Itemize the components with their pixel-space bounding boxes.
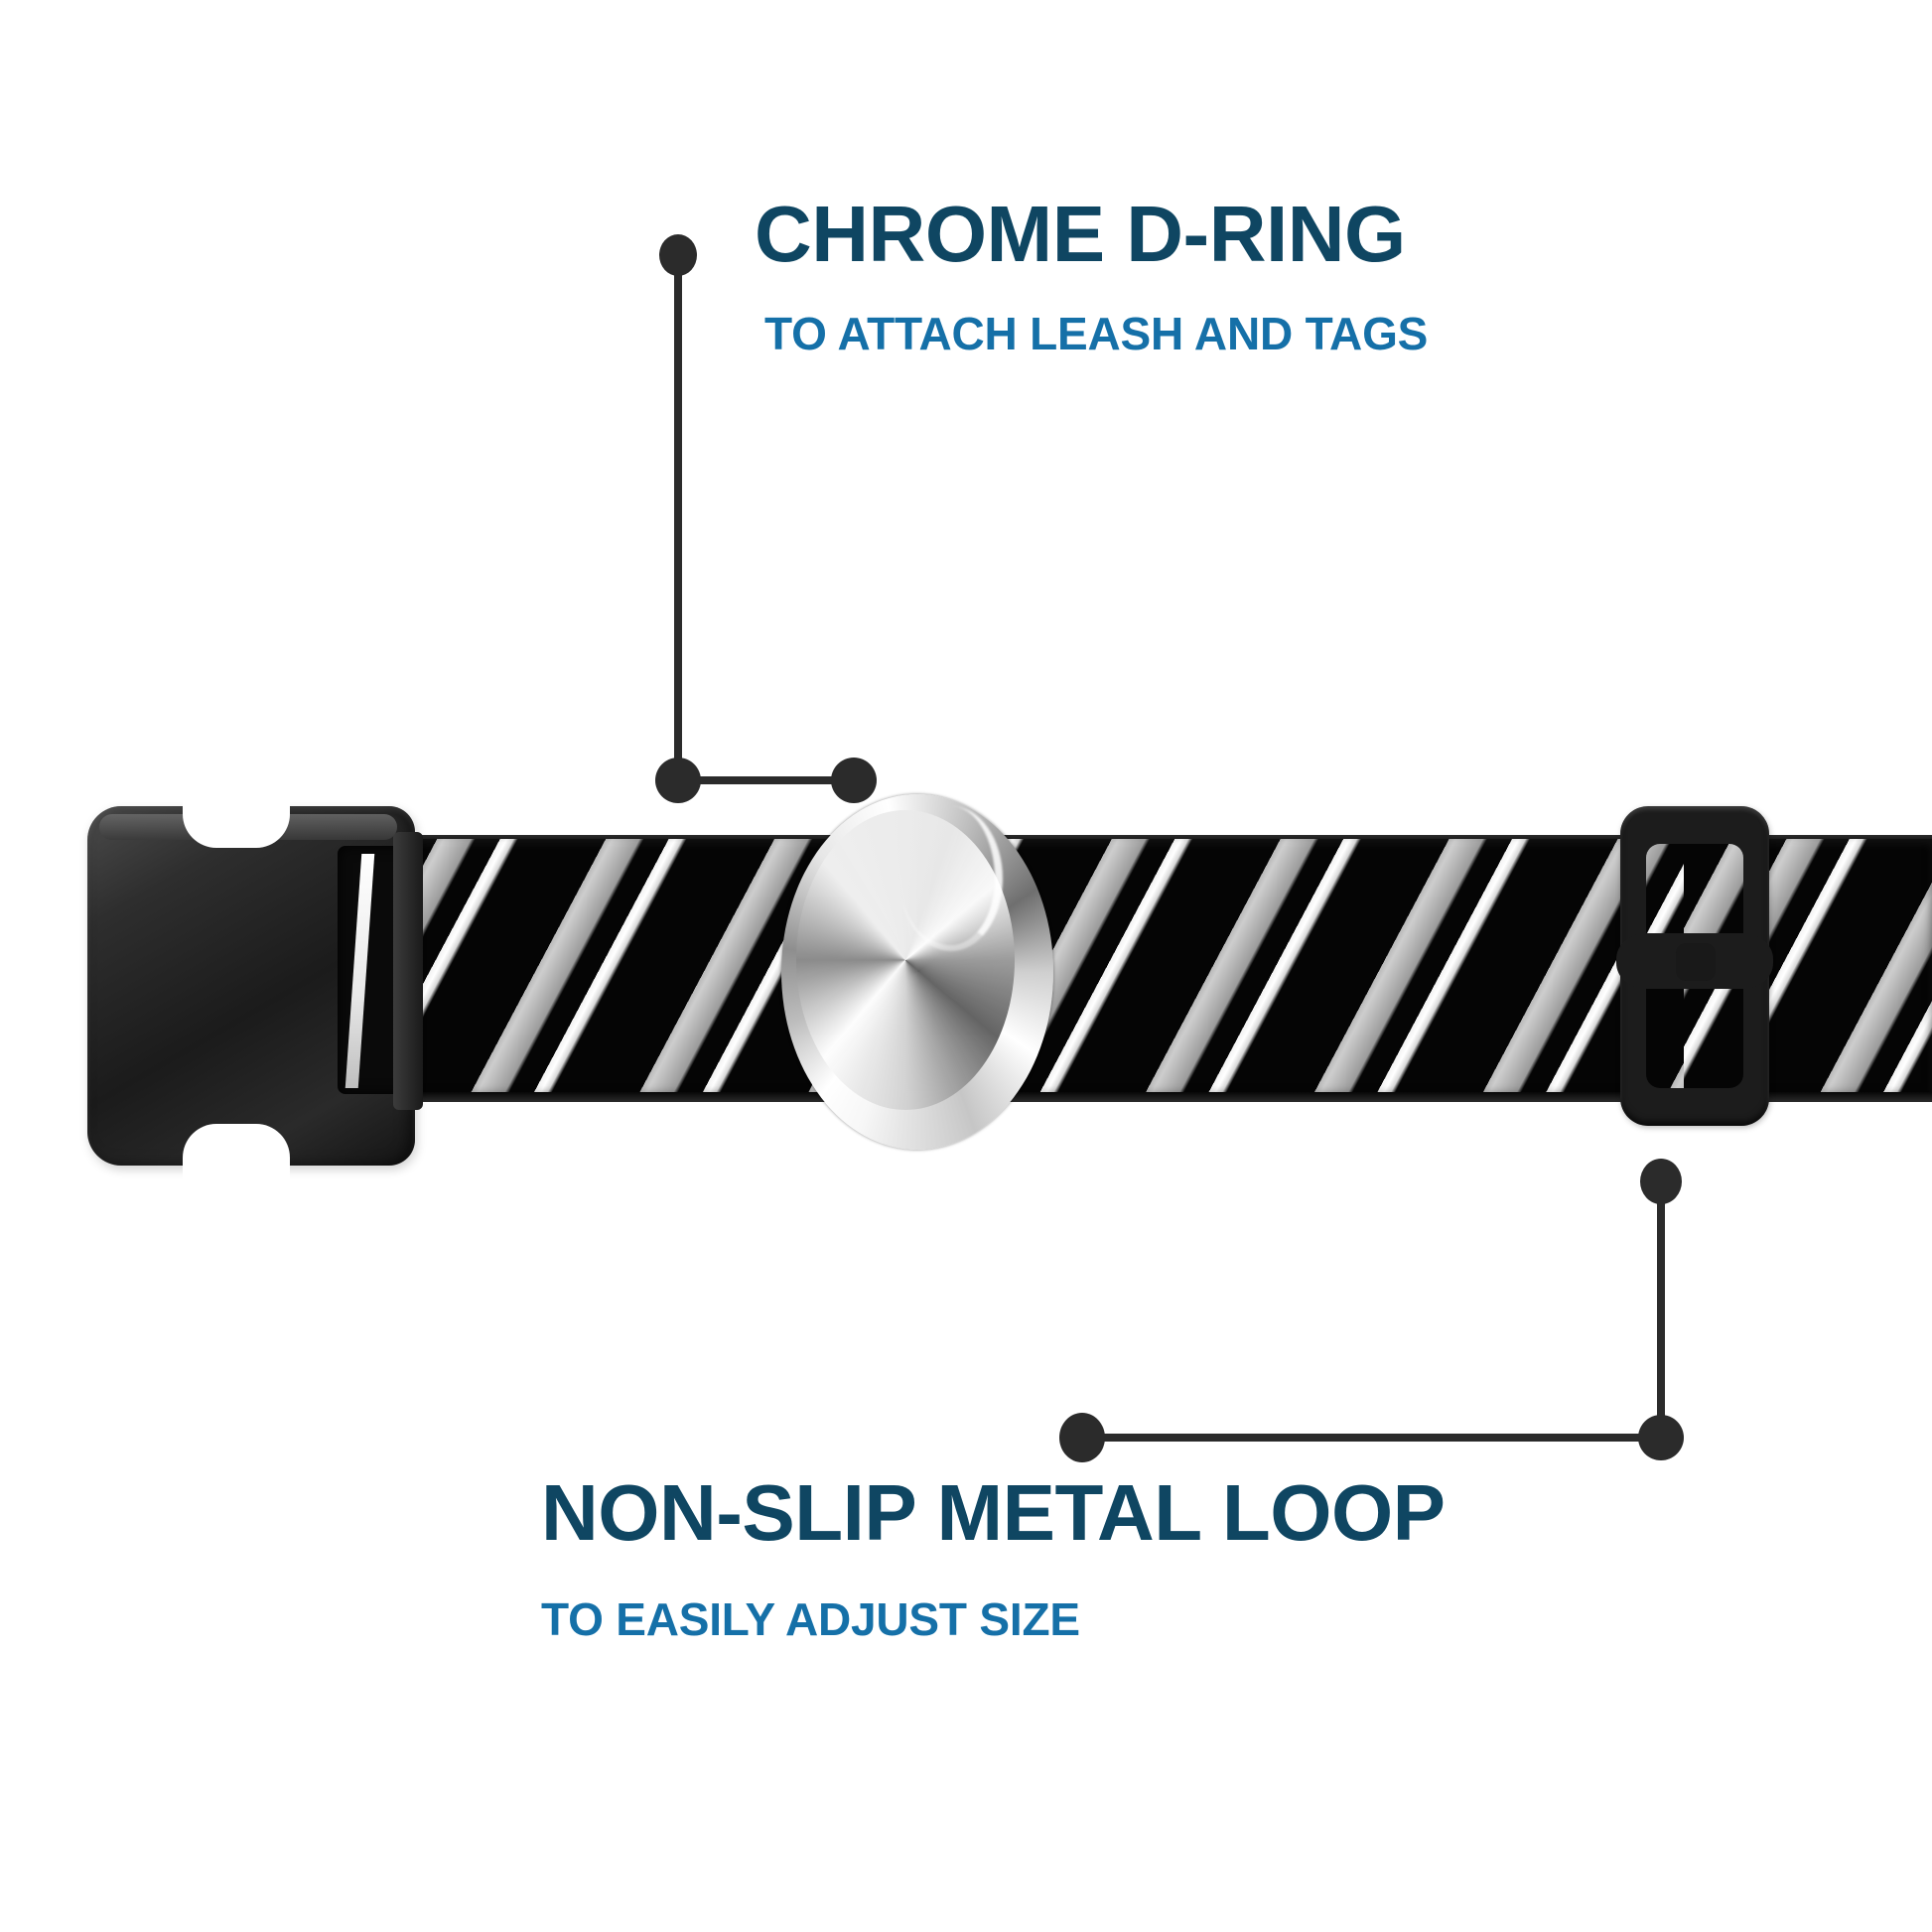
buckle-right-frame xyxy=(393,832,423,1110)
callout-subtitle-chrome-d-ring: TO ATTACH LEASH AND TAGS xyxy=(764,308,1429,359)
webbing-edge-bottom xyxy=(392,1092,1932,1102)
buckle-notch-top xyxy=(183,794,290,848)
metal-loop-center-bar xyxy=(1676,943,1716,981)
callout-subtitle-non-slip-metal-loop: TO EASILY ADJUST SIZE xyxy=(541,1593,1080,1645)
buckle-notch-bottom xyxy=(183,1124,290,1179)
d-ring-highlight xyxy=(899,806,1003,951)
callout-title-non-slip-metal-loop: NON-SLIP METAL LOOP xyxy=(541,1468,1446,1557)
callout-title-chrome-d-ring: CHROME D-RING xyxy=(755,190,1406,278)
